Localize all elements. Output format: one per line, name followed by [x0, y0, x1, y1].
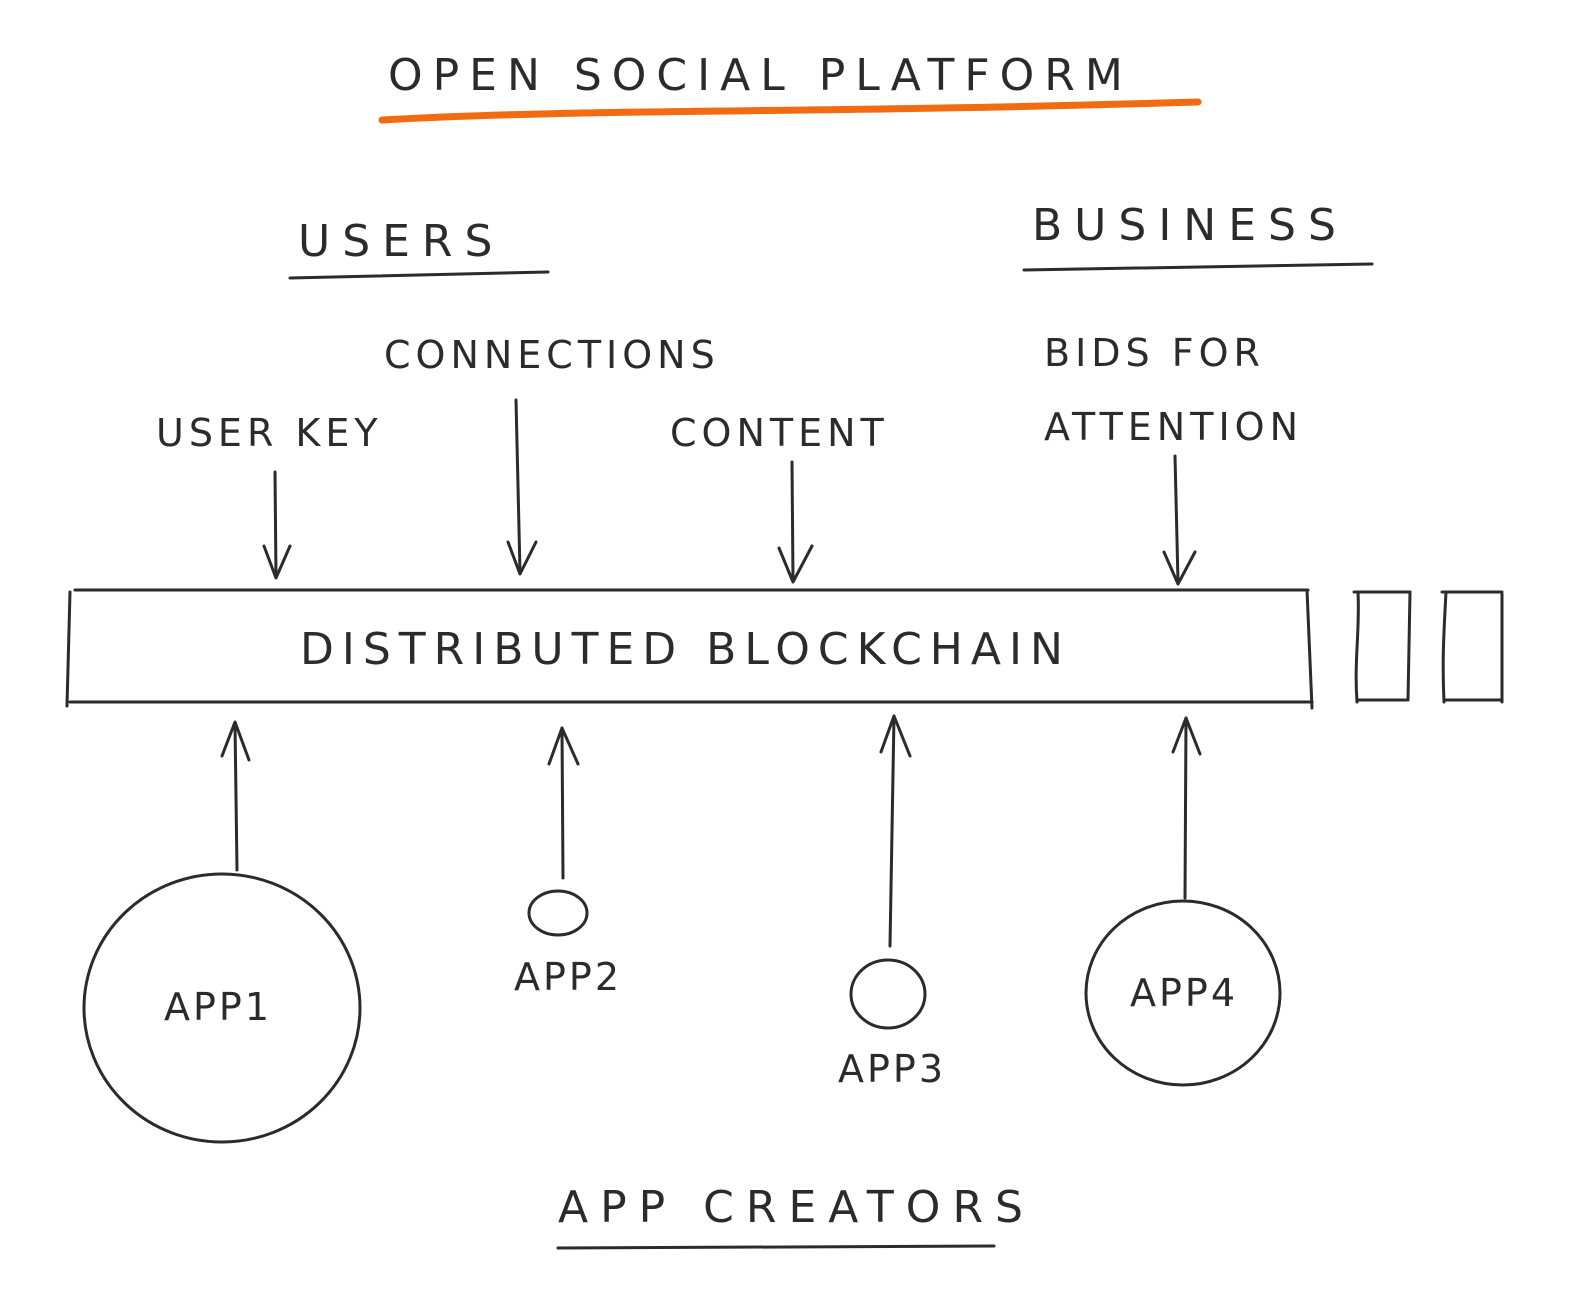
- business-heading: BUSINESS: [1032, 200, 1348, 251]
- input-label-user-key: USER KEY: [156, 411, 383, 455]
- app3-circle: [849, 958, 927, 1030]
- arrow-app1: [220, 720, 251, 872]
- block-extra-2: [1440, 590, 1504, 704]
- input-label-bids-line2: ATTENTION: [1044, 405, 1303, 449]
- arrow-app3: [879, 714, 912, 948]
- blockchain-label: DISTRIBUTED BLOCKCHAIN: [300, 624, 1071, 675]
- app-creators-heading: APP CREATORS: [558, 1182, 1035, 1233]
- block-extra-1: [1352, 590, 1412, 704]
- app3-label: APP3: [838, 1047, 946, 1091]
- app2-circle: [527, 889, 589, 937]
- app4-circle: [1084, 899, 1282, 1087]
- users-underline: [288, 270, 550, 280]
- arrow-connections: [506, 398, 538, 576]
- arrow-bids: [1162, 454, 1197, 586]
- users-heading: USERS: [298, 216, 504, 267]
- arrow-app2: [547, 726, 580, 880]
- input-label-connections: CONNECTIONS: [384, 333, 720, 377]
- arrow-app4: [1171, 716, 1202, 900]
- arrow-user-key: [262, 470, 292, 580]
- app1-circle: [82, 872, 362, 1144]
- business-underline: [1022, 262, 1374, 272]
- input-label-content: CONTENT: [670, 411, 889, 455]
- app4-label: APP4: [1130, 971, 1238, 1015]
- title-underline: [378, 98, 1202, 124]
- app-creators-underline: [556, 1244, 996, 1250]
- blockchain-bar: [65, 588, 1314, 710]
- diagram-title: OPEN SOCIAL PLATFORM: [388, 50, 1133, 101]
- app1-label: APP1: [164, 985, 272, 1029]
- arrow-content: [777, 460, 814, 584]
- input-label-bids-line1: BIDS FOR: [1044, 331, 1265, 375]
- app2-label: APP2: [514, 955, 622, 999]
